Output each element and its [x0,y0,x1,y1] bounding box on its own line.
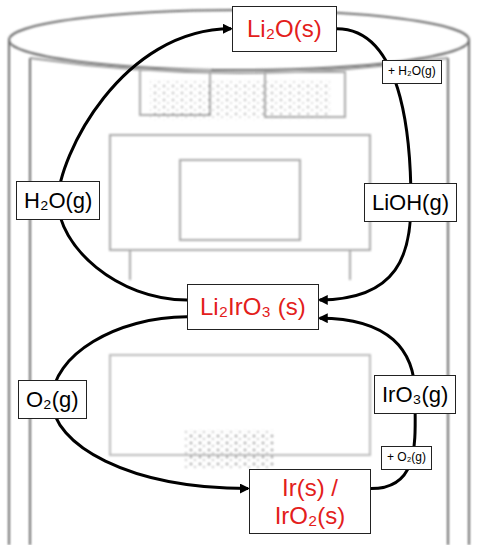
species-text: Li₂IrO₃ (s) [200,293,306,321]
reactant-box: + H₂O(g) [382,60,442,84]
gas-label-box: H₂O(g) [16,181,100,220]
gas-label: H₂O(g) [24,188,92,213]
species-text: + H₂O(g) [388,65,436,79]
gas-label-box: IrO₃(g) [374,375,456,414]
reaction-arrow [58,29,231,300]
species-text: + O₂(g) [387,451,426,465]
species-box: Li₂IrO₃ (s) [187,284,319,330]
species-box: Ir(s) / IrO₂(s) [249,469,371,534]
species-text: Ir(s) / IrO₂(s) [260,474,360,529]
species-box: Li₂O(s) [232,6,337,52]
gas-label-box: O₂(g) [18,380,87,419]
gas-label: LiOH(g) [372,190,449,215]
reactant-box: + O₂(g) [381,446,432,470]
gas-label: O₂(g) [26,387,79,412]
gas-label-box: LiOH(g) [364,183,457,222]
species-text: Li₂O(s) [247,15,322,43]
gas-label: IrO₃(g) [382,382,448,407]
